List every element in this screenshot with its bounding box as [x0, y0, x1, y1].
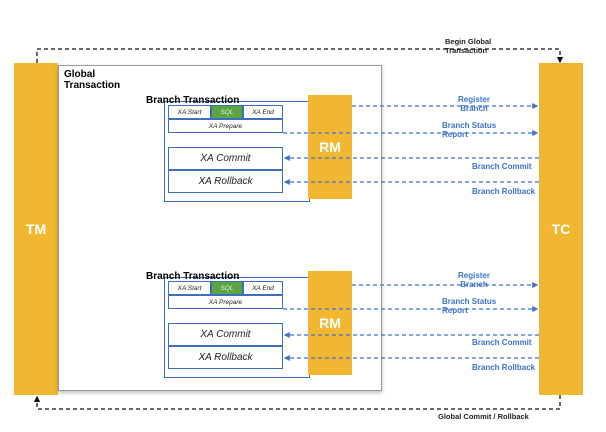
branch-commit-label-2: Branch Commit	[472, 338, 532, 347]
begin-global-line	[36, 48, 564, 64]
tm-label: TM	[25, 221, 47, 237]
xa-prepare-cell: XA Prepare	[168, 295, 283, 309]
branch-title: Branch Transaction	[146, 95, 240, 106]
begin-global-label: Begin Global Transaction	[445, 37, 492, 55]
branch-status-label-1: Branch Status Report	[442, 121, 497, 139]
branch-rollback-label-2: Branch Rollback	[472, 363, 536, 372]
sql-cell: SQL	[211, 281, 243, 295]
xa-end-cell: XA End	[243, 105, 283, 119]
xa-rollback-cell: XA Rollback	[168, 170, 283, 193]
branch-rollback-label-1: Branch Rollback	[472, 187, 536, 196]
xa-start-cell: XA Start	[168, 105, 211, 119]
xa-commit-cell: XA Commit	[168, 323, 283, 346]
xa-commit-cell: XA Commit	[168, 147, 283, 170]
branch-status-label-2: Branch Status Report	[442, 297, 497, 315]
tm-bar: TM	[14, 63, 58, 395]
register-branch-label-1: Register Branch	[458, 95, 491, 113]
register-branch-label-2: Register Branch	[458, 271, 491, 289]
global-commit-line	[33, 395, 561, 410]
xa-end-cell: XA End	[243, 281, 283, 295]
xa-start-cell: XA Start	[168, 281, 211, 295]
branch-commit-label-1: Branch Commit	[472, 162, 532, 171]
xa-prepare-cell: XA Prepare	[168, 119, 283, 133]
tc-bar: TC	[539, 63, 583, 395]
rm-label: RM	[319, 315, 341, 331]
global-transaction-title: Global Transaction	[64, 69, 121, 91]
tc-label: TC	[551, 221, 571, 237]
rm-label: RM	[319, 139, 341, 155]
rm-bar: RM	[308, 95, 352, 199]
rm-bar: RM	[308, 271, 352, 375]
branch-title: Branch Transaction	[146, 271, 240, 282]
global-commit-label: Global Commit / Rollback	[438, 412, 529, 421]
sql-cell: SQL	[211, 105, 243, 119]
xa-rollback-cell: XA Rollback	[168, 346, 283, 369]
